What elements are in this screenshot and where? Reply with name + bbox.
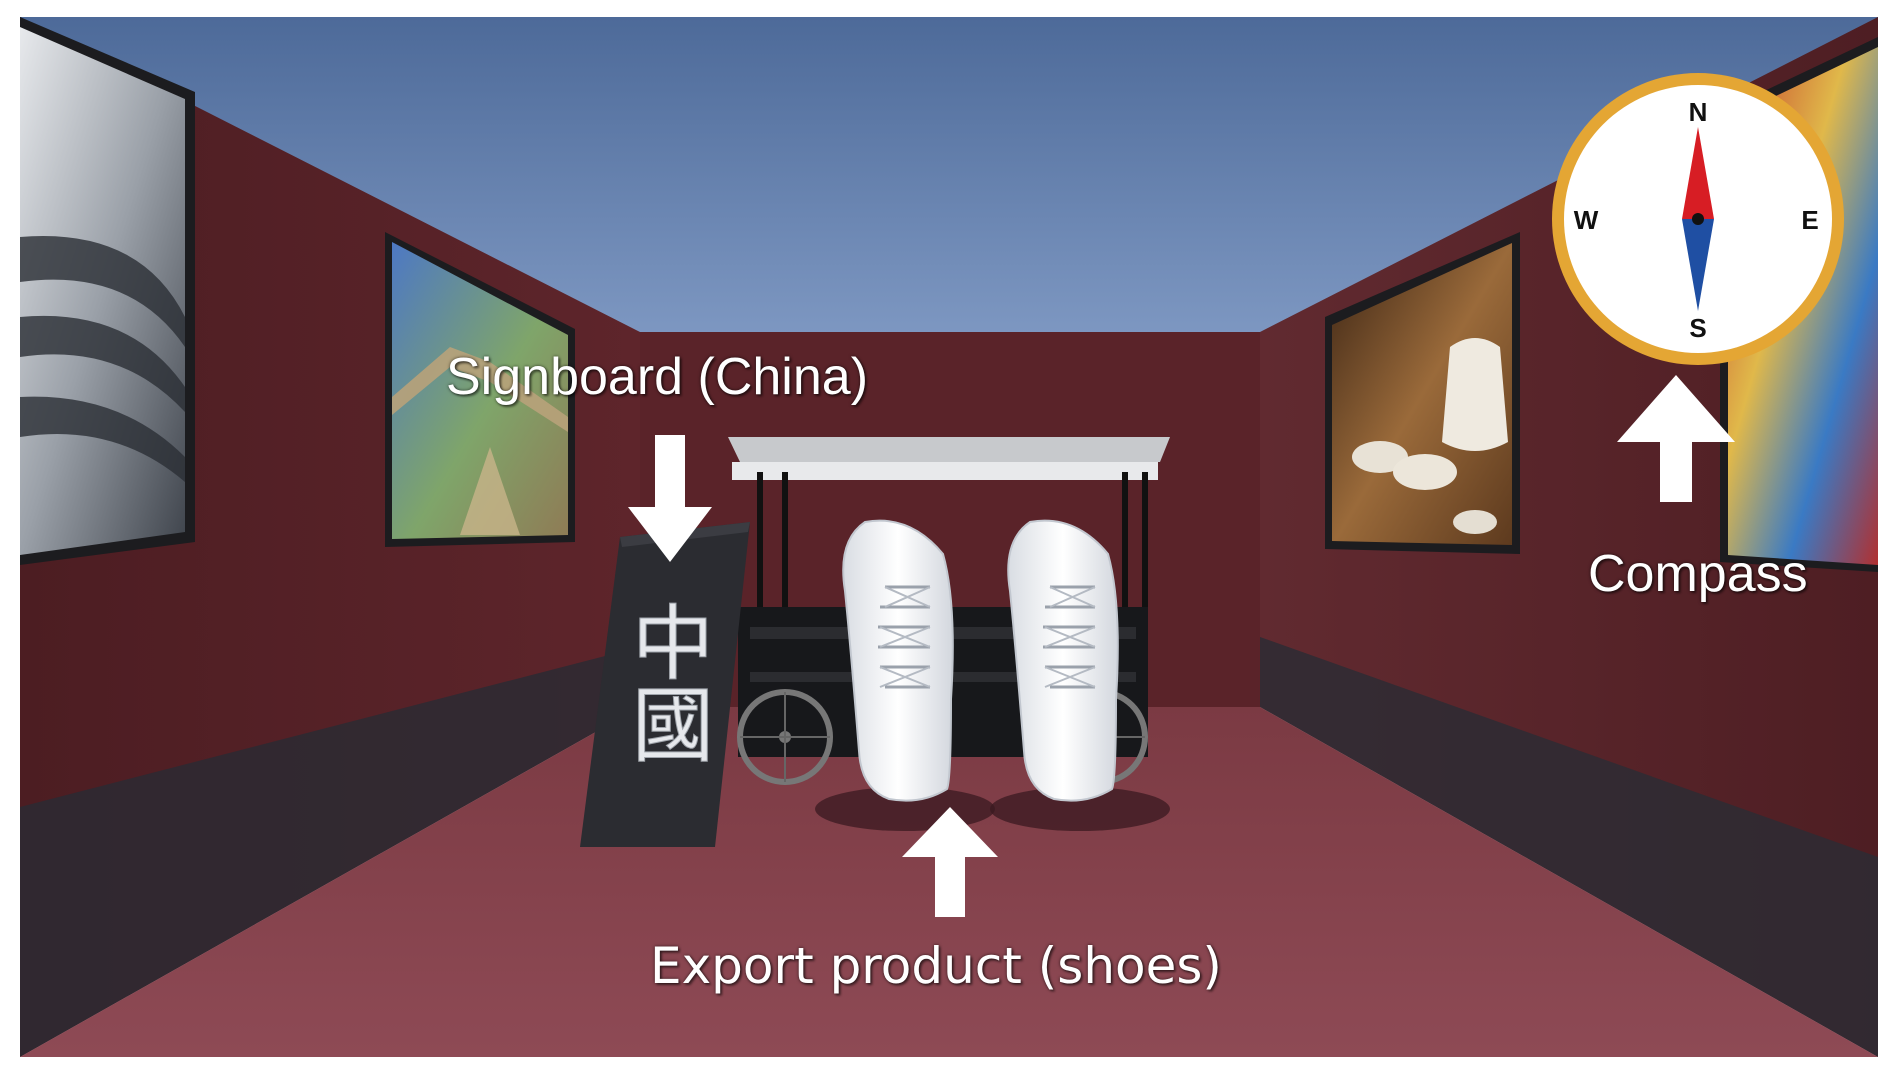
compass-needle-south	[1682, 219, 1714, 311]
right-wall-stone-base	[1260, 637, 1878, 1057]
arrow-to-compass	[1617, 375, 1735, 502]
shoe-right	[1007, 519, 1119, 802]
arrow-to-signboard	[628, 435, 712, 562]
gallery-room-scene: 中國	[20, 17, 1878, 1057]
signboard-text: 中國	[618, 600, 713, 764]
compass-west-label: W	[1574, 205, 1599, 235]
export-product-annotation: Export product (shoes)	[650, 937, 1222, 995]
arrow-to-shoes	[902, 807, 998, 917]
compass-south-label: S	[1689, 313, 1706, 343]
compass-annotation: Compass	[1588, 545, 1808, 603]
compass-pivot	[1692, 213, 1704, 225]
compass-needle-north	[1682, 127, 1714, 219]
shoe-left	[842, 519, 954, 802]
china-signboard: 中國	[580, 522, 750, 847]
compass-hud[interactable]: N E S W	[1548, 69, 1848, 369]
compass-east-label: E	[1801, 205, 1818, 235]
signboard-annotation: Signboard (China)	[446, 348, 869, 406]
game-viewport[interactable]: 中國 Signboard (China) Export product (sho…	[20, 17, 1878, 1057]
compass-north-label: N	[1689, 97, 1708, 127]
painting-great-wall	[392, 242, 568, 539]
left-wall-stone-base	[20, 647, 640, 1057]
